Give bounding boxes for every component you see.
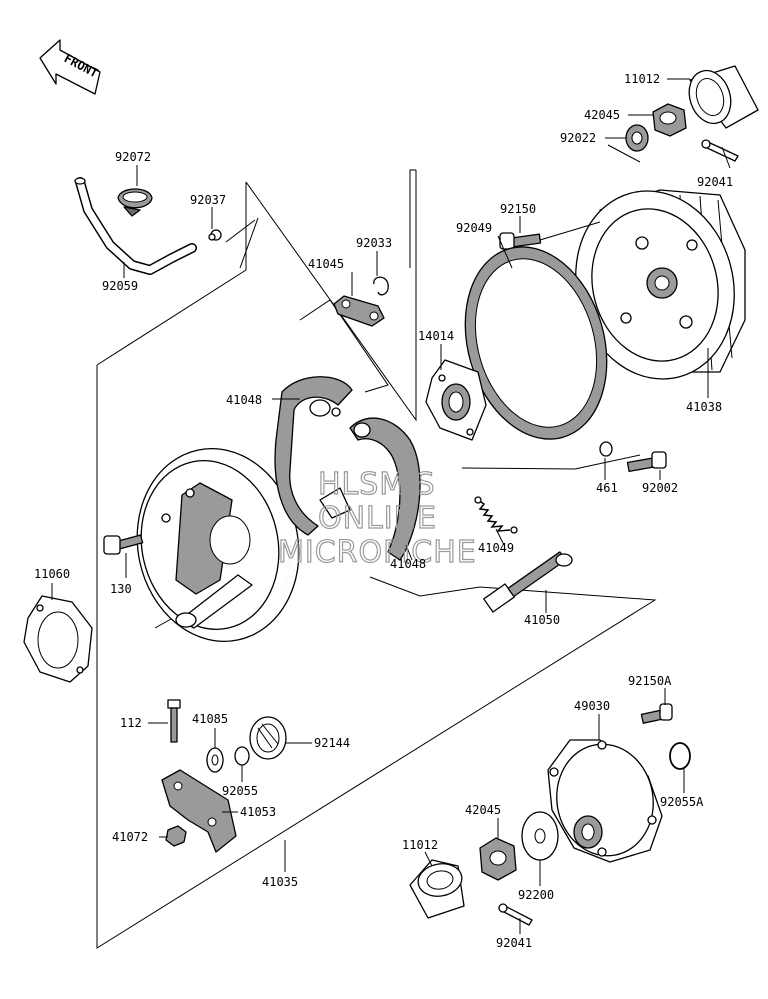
watermark: HLSM'S ONLINE MICROFICHE: [277, 466, 477, 570]
part-label-112: 112: [120, 716, 142, 730]
seal-92049: [464, 246, 608, 440]
castle-nut-42045: [652, 103, 687, 137]
part-label-41085: 41085: [192, 712, 228, 726]
part-label-41038: 41038: [686, 400, 722, 414]
part-label-92002: 92002: [642, 481, 678, 495]
nut-41072: [165, 825, 187, 847]
part-label-92072: 92072: [115, 150, 151, 164]
brake-shoe-41048-lower: [319, 417, 421, 561]
part-label-92041: 92041: [697, 175, 733, 189]
washer-92200: [521, 811, 559, 861]
part-label-92055: 92055: [222, 784, 258, 798]
spring-92144: [249, 716, 287, 760]
part-label-41049: 41049: [478, 541, 514, 555]
part-label-11012-lower: 11012: [402, 838, 438, 852]
bolt-92150A: [640, 703, 673, 724]
gasket-14014: [425, 359, 487, 441]
part-label-92059: 92059: [102, 279, 138, 293]
part-label-41048-lower: 41048: [390, 557, 426, 571]
o-ring-92055A: [669, 742, 691, 770]
gasket-11060: [23, 595, 93, 683]
part-label-41048-upper: 41048: [226, 393, 262, 407]
part-label-461: 461: [596, 481, 618, 495]
part-label-92049: 92049: [456, 221, 492, 235]
hose-92059: [74, 177, 197, 275]
part-label-92037: 92037: [190, 193, 226, 207]
part-label-11012: 11012: [624, 72, 660, 86]
part-label-130: 130: [110, 582, 132, 596]
washer-461: [599, 441, 613, 457]
watermark-line-3: MICROFICHE: [278, 535, 477, 570]
part-label-92150: 92150: [500, 202, 536, 216]
brake-drum-41038: [575, 189, 746, 380]
watermark-line-1: HLSM'S: [318, 467, 436, 502]
front-arrow-icon: FRONT: [39, 39, 101, 95]
part-label-42045-lower: 42045: [465, 803, 501, 817]
brake-shoe-41048-upper: [274, 376, 353, 536]
watermark-line-2: ONLINE: [318, 501, 437, 536]
cap-11012: [688, 65, 759, 129]
bolt-112: [167, 699, 181, 743]
part-label-41072: 41072: [112, 830, 148, 844]
part-label-92150A: 92150A: [628, 674, 672, 688]
part-labels: 11012 42045 92022 92041 92072 92037 9205…: [34, 72, 733, 950]
spring-41049: [474, 496, 518, 534]
part-label-42045: 42045: [584, 108, 620, 122]
o-ring-92055: [234, 746, 250, 766]
hub-49030: [547, 739, 663, 863]
clamp-92072: [117, 188, 153, 217]
part-label-41053: 41053: [240, 805, 276, 819]
circlip-92033: [373, 276, 389, 296]
washer-92022: [625, 124, 649, 152]
part-label-41035: 41035: [262, 875, 298, 889]
bolt-92002: [626, 451, 667, 473]
part-label-41050: 41050: [524, 613, 560, 627]
part-label-41045: 41045: [308, 257, 344, 271]
part-label-14014: 14014: [418, 329, 454, 343]
washer-41085: [206, 747, 224, 773]
cotter-pin-92041-lower: [498, 903, 533, 926]
link-41045: [333, 295, 385, 327]
part-label-92033: 92033: [356, 236, 392, 250]
castle-nut-42045-lower: [479, 837, 517, 881]
camshaft-41050: [483, 551, 573, 613]
part-label-92041-lower: 92041: [496, 936, 532, 950]
part-label-11060: 11060: [34, 567, 70, 581]
lever-41053: [161, 769, 237, 853]
cap-11012-lower: [409, 859, 465, 919]
part-label-92055A: 92055A: [660, 795, 704, 809]
cotter-pin-92041: [701, 139, 739, 162]
bolt-130: [103, 534, 144, 555]
part-label-92144: 92144: [314, 736, 350, 750]
leader-lines: [51, 78, 731, 934]
part-label-49030: 49030: [574, 699, 610, 713]
brake-panel-41035: [136, 448, 300, 642]
part-label-92200: 92200: [518, 888, 554, 902]
clip-92037: [208, 229, 222, 241]
part-label-92022: 92022: [560, 131, 596, 145]
